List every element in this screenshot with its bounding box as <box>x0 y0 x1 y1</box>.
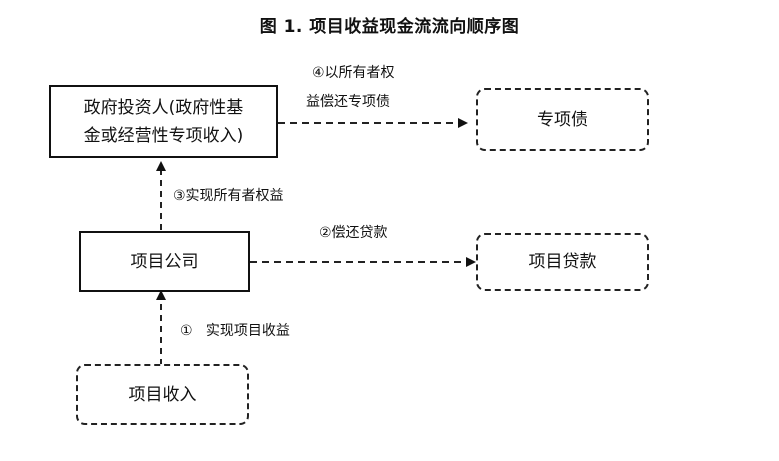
edge-label-step3: ③实现所有者权益 <box>173 188 284 204</box>
diagram-title: 图 1. 项目收益现金流流向顺序图 <box>259 17 520 37</box>
project-loan-label: 项目贷款 <box>528 252 597 272</box>
edge-label-step4-line1: ④以所有者权 <box>312 65 395 81</box>
project-company-node: 项目公司 <box>79 231 250 292</box>
special-bond-label: 专项债 <box>537 109 588 130</box>
project-income-node: 项目收入 <box>76 364 249 425</box>
project-loan-node: 项目贷款 <box>476 233 649 291</box>
edge-label-step4-line2: 益偿还专项债 <box>306 94 390 110</box>
edge-label-step1: ① 实现项目收益 <box>180 323 290 339</box>
investor-label-line1: 政府投资人(政府性基 <box>83 97 244 118</box>
special-bond-node: 专项债 <box>476 88 649 151</box>
investor-node: 政府投资人(政府性基 金或经营性专项收入) <box>49 85 278 158</box>
project-company-label: 项目公司 <box>130 251 199 272</box>
edge-label-step2: ②偿还贷款 <box>319 225 388 241</box>
project-income-label: 项目收入 <box>128 384 197 405</box>
investor-label-line2: 金或经营性专项收入) <box>83 125 244 146</box>
